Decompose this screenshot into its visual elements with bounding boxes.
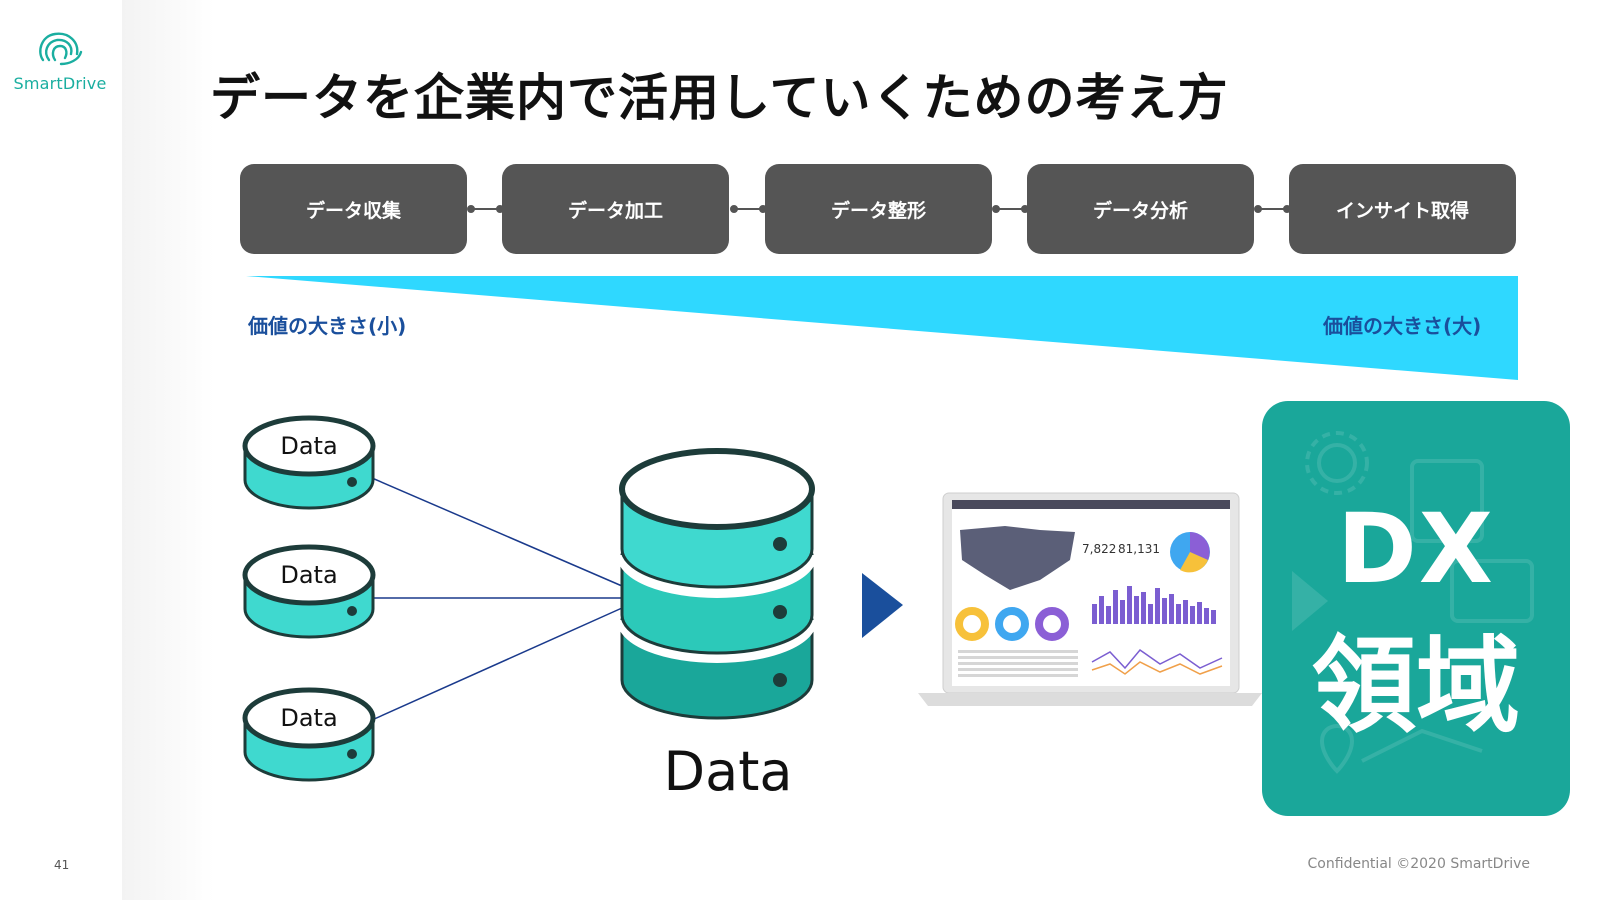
- hub-data-label: Data: [663, 740, 793, 803]
- sidebar-shadow: [122, 0, 214, 900]
- dx-box: DX 領域: [1262, 401, 1570, 816]
- location-icon: [1319, 724, 1355, 774]
- dx-background-icons: [1292, 431, 1534, 774]
- laptop-icon: [918, 492, 1262, 706]
- logo-icon: [39, 32, 83, 66]
- page-number: 41: [54, 858, 70, 872]
- footer-confidential: Confidential ©2020 SmartDrive: [1307, 856, 1530, 872]
- play-arrow-icon: [862, 573, 903, 638]
- sidebar: SmartDrive 41: [0, 0, 122, 900]
- logo: SmartDrive: [10, 30, 110, 93]
- dx-subtitle: 領域: [1311, 625, 1520, 747]
- data-source-3-label: Data: [280, 704, 338, 732]
- step-data-collection: データ収集: [240, 164, 467, 254]
- database-icon: [617, 448, 817, 720]
- step-data-shaping: データ整形: [765, 164, 992, 254]
- gear-icon: [1317, 443, 1357, 483]
- value-high-label: 価値の大きさ(大): [1323, 314, 1482, 338]
- step-data-analysis: データ分析: [1027, 164, 1254, 254]
- dx-title: DX: [1337, 493, 1495, 605]
- step-data-processing: データ加工: [502, 164, 729, 254]
- logo-text: SmartDrive: [13, 74, 107, 93]
- step-insight: インサイト取得: [1289, 164, 1516, 254]
- page-title: データを企業内で活用していくための考え方: [210, 69, 1229, 127]
- dashboard-kpi-2: 81,131: [1118, 542, 1160, 556]
- data-source-2-label: Data: [280, 561, 338, 589]
- data-source-1: [242, 415, 376, 510]
- data-source-2: [242, 544, 376, 639]
- dashboard-kpi-1: 7,822: [1082, 542, 1117, 556]
- connection-lines: [371, 477, 623, 721]
- data-source-3: [242, 687, 376, 782]
- data-source-1-label: Data: [280, 432, 338, 460]
- value-low-label: 価値の大きさ(小): [248, 314, 407, 338]
